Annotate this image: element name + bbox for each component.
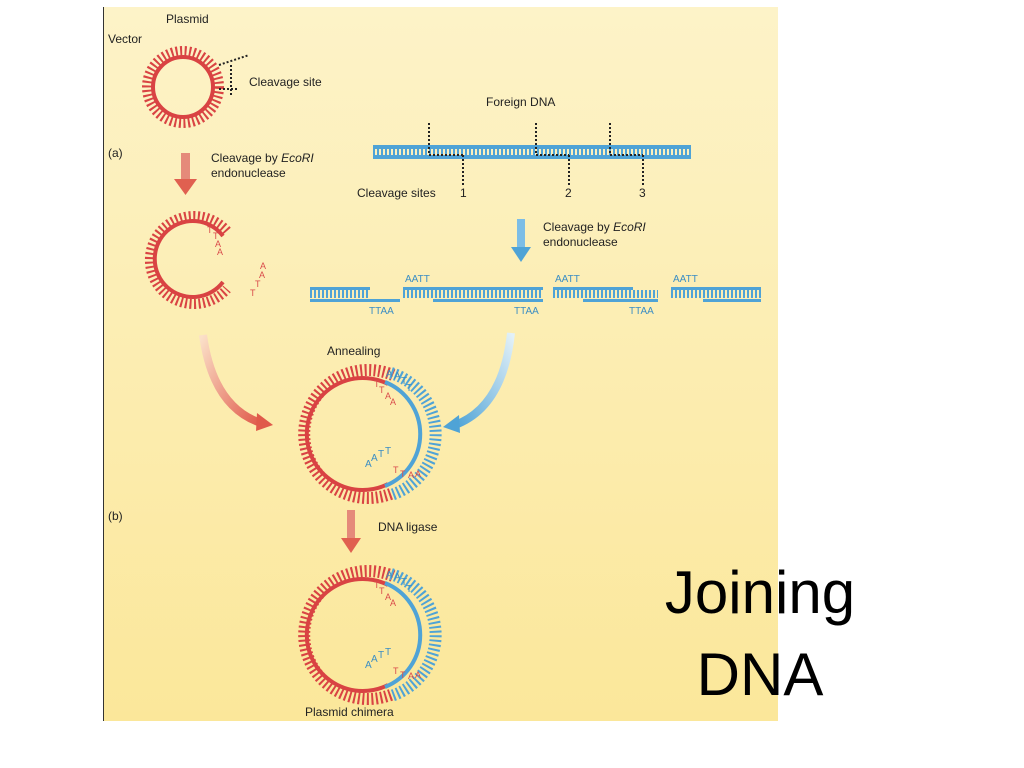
svg-text:A: A: [390, 598, 396, 608]
opened-plasmid: [144, 211, 231, 309]
vector-label: Vector: [108, 32, 142, 46]
svg-text:T: T: [378, 650, 384, 661]
plasmid-label: Plasmid: [166, 12, 209, 26]
cleavage-by-label-right: Cleavage by EcoRI: [543, 220, 646, 234]
cleavage-by-label-left: Cleavage by EcoRI: [211, 151, 314, 165]
foreign-dna-fragments: [310, 287, 761, 302]
foreign-dna-cleavage-sites: [428, 123, 644, 187]
svg-text:T: T: [400, 469, 406, 479]
svg-text:A: A: [408, 671, 414, 681]
cleavage-site-marker: [218, 54, 250, 97]
dna-recombination-diagram: Plasmid Vector Cleavage site (a) Cleavag…: [103, 7, 778, 721]
svg-text:A: A: [371, 654, 378, 665]
svg-text:A: A: [217, 247, 223, 257]
cleavage-sites-label: Cleavage sites: [357, 186, 436, 200]
fragment-aatt-3: AATT: [673, 274, 698, 285]
fragment-aatt-2: AATT: [555, 274, 580, 285]
site-3-label: 3: [639, 186, 646, 200]
panel-a-label: (a): [108, 146, 123, 160]
endonuclease-label-right: endonuclease: [543, 235, 618, 249]
svg-text:T: T: [207, 225, 213, 235]
site-1-label: 1: [460, 186, 467, 200]
svg-text:T: T: [379, 586, 385, 596]
fragment-ttaa-3: TTAA: [629, 306, 654, 317]
svg-text:T: T: [213, 231, 219, 241]
opened-plasmid-sticky-ends: T T A A A A T T: [207, 225, 266, 298]
svg-text:T: T: [374, 379, 380, 389]
chimera-sticky-ends: A A T T T T A A A A T T T T A A: [365, 570, 421, 681]
svg-text:T: T: [401, 577, 407, 588]
annealing-label: Annealing: [327, 344, 380, 358]
svg-text:T: T: [255, 279, 261, 289]
svg-text:T: T: [250, 288, 256, 298]
svg-text:T: T: [406, 383, 412, 394]
svg-text:A: A: [386, 369, 393, 380]
svg-text:A: A: [365, 459, 372, 470]
svg-text:A: A: [394, 371, 401, 382]
svg-text:A: A: [394, 572, 401, 583]
ligase-arrow: [341, 510, 361, 553]
slide-title: Joining DNA: [640, 552, 880, 716]
svg-text:T: T: [406, 584, 412, 595]
plasmid-chimera-label: Plasmid chimera: [305, 705, 394, 719]
svg-text:A: A: [215, 239, 221, 249]
svg-text:A: A: [259, 270, 265, 280]
title-line-2: DNA: [696, 641, 824, 708]
svg-text:A: A: [415, 670, 421, 680]
svg-text:A: A: [385, 592, 391, 602]
svg-text:A: A: [415, 469, 421, 479]
title-line-1: Joining: [664, 559, 856, 626]
plasmid-chimera-ring: [298, 565, 442, 705]
foreign-dna-label: Foreign DNA: [486, 95, 555, 109]
cleavage-arrow-right: [511, 219, 531, 262]
annealed-sticky-ends: A A T T T T A A A A T T T T A A: [365, 369, 421, 480]
svg-text:A: A: [260, 261, 266, 271]
svg-text:T: T: [393, 666, 399, 676]
svg-text:A: A: [365, 660, 372, 671]
svg-text:A: A: [385, 391, 391, 401]
dna-ligase-label: DNA ligase: [378, 520, 438, 534]
endonuclease-label-left: endonuclease: [211, 166, 286, 180]
svg-text:A: A: [408, 470, 414, 480]
svg-text:A: A: [390, 397, 396, 407]
svg-text:A: A: [386, 570, 393, 581]
svg-text:T: T: [385, 446, 391, 457]
svg-text:T: T: [393, 465, 399, 475]
foreign-dna-strand: [373, 145, 691, 159]
svg-text:T: T: [400, 670, 406, 680]
svg-text:T: T: [385, 647, 391, 658]
cleavage-site-label: Cleavage site: [249, 75, 322, 89]
fragment-aatt-1: AATT: [405, 274, 430, 285]
svg-text:T: T: [378, 449, 384, 460]
fragment-ttaa-1: TTAA: [369, 306, 394, 317]
cleavage-arrow-left: [174, 153, 197, 195]
svg-text:T: T: [379, 385, 385, 395]
annealed-plasmid: [298, 364, 442, 504]
fragment-ttaa-2: TTAA: [514, 306, 539, 317]
curved-arrow-blue: [453, 332, 515, 429]
plasmid-vector-ring: [142, 46, 224, 128]
panel-b-label: (b): [108, 509, 123, 523]
svg-text:T: T: [374, 580, 380, 590]
svg-text:T: T: [401, 376, 407, 387]
site-2-label: 2: [565, 186, 572, 200]
svg-text:A: A: [371, 453, 378, 464]
curved-arrow-red: [199, 334, 263, 427]
diagram-background: [103, 7, 778, 721]
